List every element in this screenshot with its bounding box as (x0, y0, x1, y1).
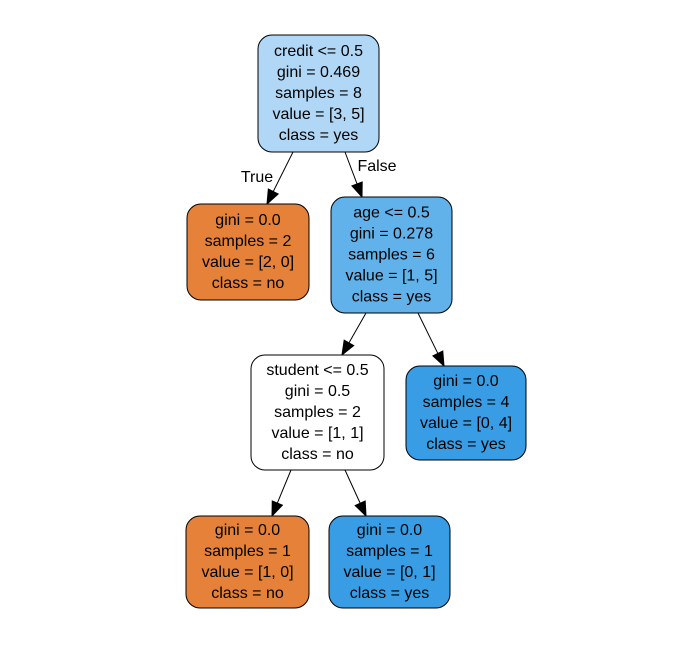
node-box (330, 196, 453, 314)
node-line: gini = 0.0 (433, 373, 498, 390)
tree-node-student-false-leaf: gini = 0.0 samples = 1 value = [0, 1] class… (328, 515, 451, 609)
edge-line (348, 312, 367, 344)
node-line: class = yes (279, 127, 359, 144)
node-line: class = yes (352, 289, 432, 306)
node-line: samples = 1 (346, 543, 433, 560)
node-line: gini = 0.0 (357, 522, 422, 539)
node-line: samples = 1 (204, 543, 291, 560)
edge-line (272, 151, 294, 192)
tree-node-student-true-leaf: gini = 0.0 samples = 1 value = [1, 0] class… (185, 515, 310, 609)
node-line: value = [0, 4] (420, 415, 512, 432)
node-line: value = [1, 5] (345, 268, 437, 285)
node-line: samples = 6 (348, 247, 435, 264)
tree-edge-student-split-to-student-true-leaf (271, 469, 292, 518)
node-line: samples = 2 (205, 233, 292, 250)
node-line: class = yes (350, 585, 430, 602)
node-line: class = no (281, 446, 354, 463)
node-line: value = [1, 1] (271, 425, 363, 442)
tree-edge-age-split-to-student-split (341, 312, 367, 357)
node-line: samples = 8 (275, 85, 362, 102)
tree-node-root: credit <= 0.5 gini = 0.469 samples = 8 valu… (257, 34, 380, 153)
arrow-head (266, 188, 280, 206)
node-line: age <= 0.5 (353, 205, 430, 222)
node-line: student <= 0.5 (266, 362, 368, 379)
edge-label-true: True (241, 169, 273, 186)
arrow-head (432, 350, 445, 368)
tree-edge-age-split-to-age-false-leaf (417, 312, 445, 368)
tree-node-student-split: student <= 0.5 gini = 0.5 samples = 2 value… (250, 354, 385, 471)
tree-edge-root-to-credit-true-leaf: True (241, 151, 294, 206)
node-line: value = [3, 5] (272, 106, 364, 123)
edge-line (344, 151, 358, 185)
node-line: gini = 0.5 (285, 383, 350, 400)
node-line: class = no (211, 585, 284, 602)
node-box (328, 515, 451, 609)
tree-node-age-false-leaf: gini = 0.0 samples = 4 value = [0, 4] class… (405, 365, 527, 461)
edge-line (276, 469, 292, 504)
node-line: class = yes (426, 436, 506, 453)
edge-label-false: False (357, 158, 396, 175)
node-box (185, 515, 310, 609)
nodes-layer: credit <= 0.5 gini = 0.469 samples = 8 valu… (185, 34, 527, 609)
edges-layer: True False (241, 151, 445, 518)
arrow-head (351, 181, 363, 199)
edge-line (417, 312, 439, 354)
node-line: gini = 0.278 (350, 226, 433, 243)
node-box (405, 365, 527, 461)
tree-edge-root-to-age-split: False (344, 151, 397, 199)
node-box (250, 354, 385, 471)
arrow-head (341, 339, 355, 357)
tree-node-credit-true-leaf: gini = 0.0 samples = 2 value = [2, 0] class… (186, 203, 310, 301)
node-line: gini = 0.0 (215, 212, 280, 229)
edge-line (344, 469, 361, 504)
node-line: samples = 2 (274, 404, 361, 421)
node-line: value = [2, 0] (202, 254, 294, 271)
tree-node-age-split: age <= 0.5 gini = 0.278 samples = 6 value =… (330, 196, 453, 314)
node-line: class = no (212, 275, 285, 292)
node-line: gini = 0.469 (277, 64, 360, 81)
arrow-head (271, 500, 284, 518)
node-line: credit <= 0.5 (274, 43, 363, 60)
tree-edge-student-split-to-student-false-leaf (344, 469, 367, 518)
arrow-head (354, 500, 367, 518)
node-line: gini = 0.0 (215, 522, 280, 539)
node-box (257, 34, 380, 153)
node-line: samples = 4 (423, 394, 510, 411)
node-line: value = [0, 1] (343, 564, 435, 581)
node-line: value = [1, 0] (201, 564, 293, 581)
node-box (186, 203, 310, 301)
